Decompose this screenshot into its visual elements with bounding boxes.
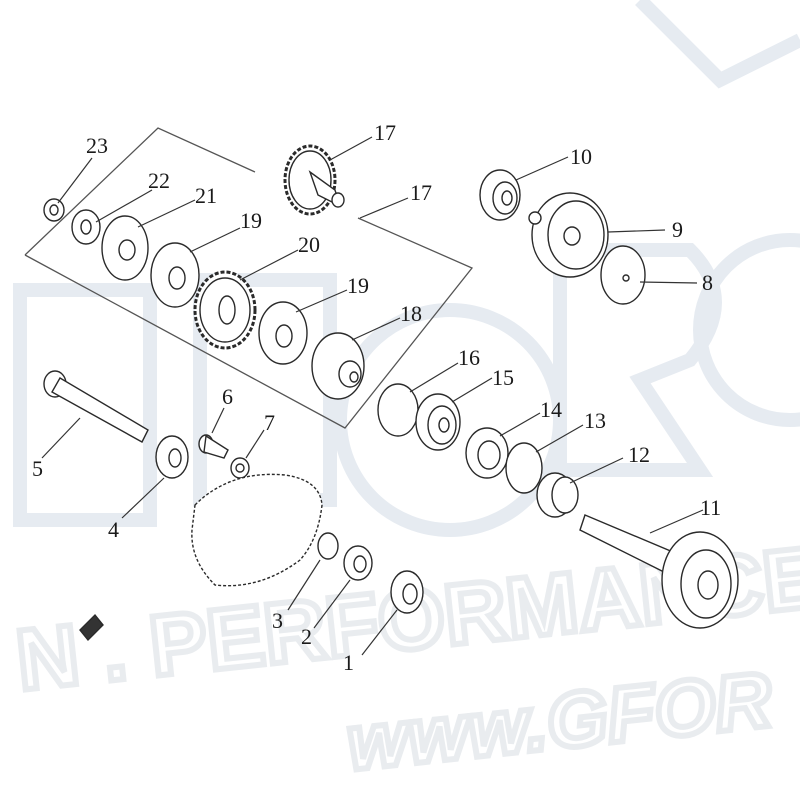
part-15-bearing-icon (415, 393, 461, 451)
part-4-bearing-icon (155, 435, 189, 479)
callout-13: 13 (584, 408, 606, 433)
part-20-sprocket-icon (193, 270, 257, 350)
callout-20: 20 (298, 232, 320, 257)
callout-7: 7 (264, 410, 275, 435)
parts (43, 144, 739, 642)
part-21-plate-icon (101, 215, 149, 281)
callout-21: 21 (195, 183, 217, 208)
callout-9: 9 (672, 217, 683, 242)
callout-8: 8 (702, 270, 713, 295)
part-8-washer-icon (600, 245, 646, 305)
gasket-icon (191, 473, 323, 587)
part-19-washer-icon (150, 242, 200, 308)
callout-22: 22 (148, 168, 170, 193)
callout-labels: 23 22 21 19 20 19 18 17 17 10 9 8 16 15 … (32, 120, 721, 675)
callout-12: 12 (628, 442, 650, 467)
callout-17a: 17 (374, 120, 396, 145)
part-13-circlip-icon (505, 442, 543, 494)
part-12-needle-bearing-icon (536, 472, 579, 518)
part-1-bearing-icon (390, 570, 424, 614)
part-22-washer-icon (71, 209, 101, 245)
part-11-shaft-gear-icon (579, 514, 739, 629)
callout-11: 11 (700, 495, 721, 520)
part-18-gear-icon (311, 332, 365, 400)
part-23-nut-icon (43, 198, 65, 222)
callout-1: 1 (343, 650, 354, 675)
part-10-bearing-icon (479, 169, 521, 221)
callout-2: 2 (301, 624, 312, 649)
callout-5: 5 (32, 456, 43, 481)
part-16-circlip-icon (377, 383, 419, 437)
callout-4: 4 (108, 517, 119, 542)
svg-text:www.GFOR: www.GFOR (343, 655, 776, 787)
part-6-bolt-icon (198, 434, 229, 459)
callout-3: 3 (272, 608, 283, 633)
callout-18: 18 (400, 301, 422, 326)
assembly-bracket (24, 127, 474, 429)
part-7-washer-icon (230, 457, 250, 479)
part-14-seal-icon (465, 427, 509, 479)
part-2-bearing-icon (343, 545, 373, 581)
part-9-clutch-icon (528, 192, 609, 278)
callout-19b: 19 (347, 273, 369, 298)
part-3-circlip-icon (317, 532, 339, 560)
part-5-pinion-shaft-icon (43, 370, 149, 443)
callout-10: 10 (570, 144, 592, 169)
callout-14: 14 (540, 397, 562, 422)
callout-16: 16 (458, 345, 480, 370)
part-17-sprocket-gear-icon (283, 144, 345, 216)
leader-lines (41, 136, 704, 656)
callout-19a: 19 (240, 208, 262, 233)
small-bolt-icon (79, 613, 104, 642)
part-19b-washer-icon (258, 301, 308, 365)
callout-15: 15 (492, 365, 514, 390)
watermark (13, 0, 800, 537)
callout-17b: 17 (410, 180, 432, 205)
callout-6: 6 (222, 384, 233, 409)
callout-23: 23 (86, 133, 108, 158)
